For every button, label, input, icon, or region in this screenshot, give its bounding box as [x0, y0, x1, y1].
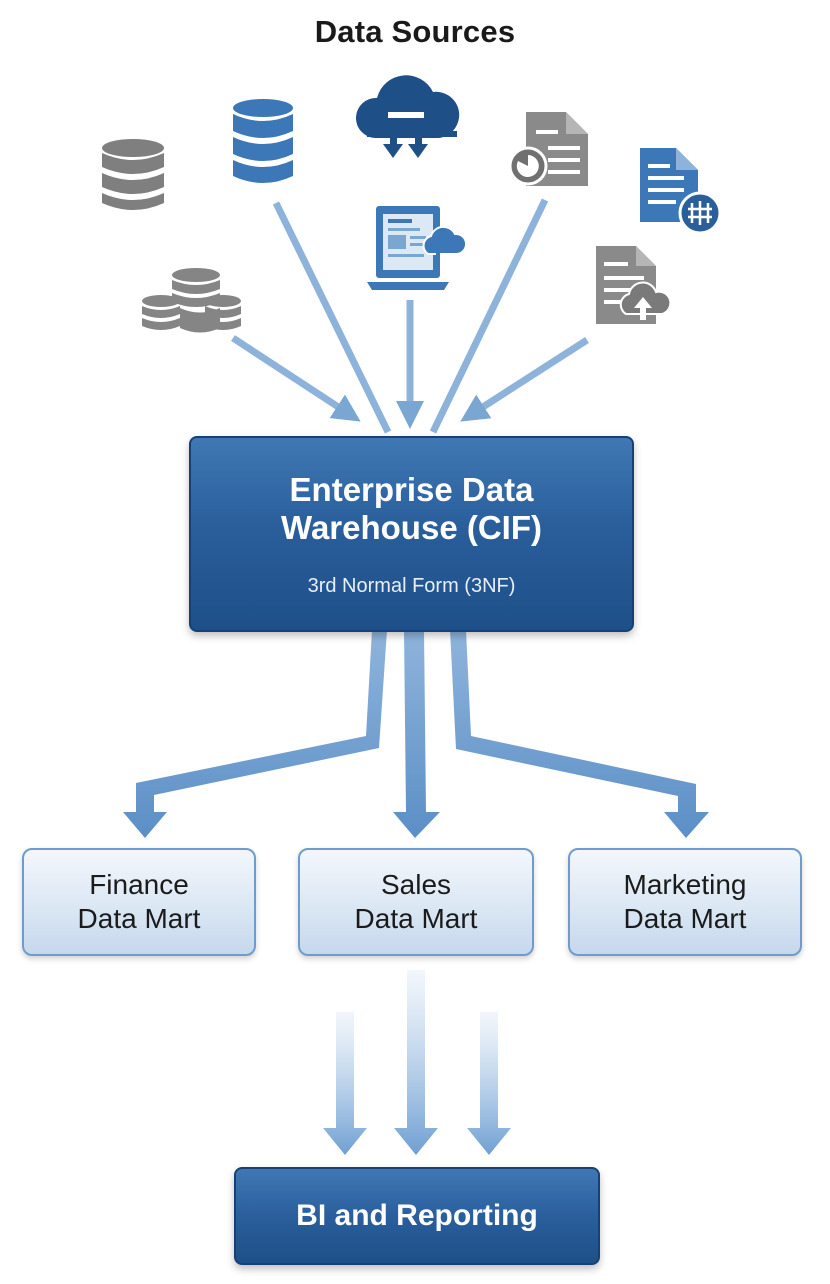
source-arrow-5: [460, 337, 589, 422]
enterprise-data-warehouse-box: Enterprise Data Warehouse (CIF) 3rd Norm…: [189, 436, 634, 632]
finance-mart-line1: Finance: [89, 869, 189, 900]
reporting-arrow-3: [467, 1012, 511, 1155]
source-arrow-4: [429, 198, 549, 434]
mart-arrow-finance: [123, 630, 387, 838]
source-arrow-1: [231, 335, 361, 422]
sales-mart-line1: Sales: [380, 869, 452, 900]
marketing-data-mart-box: Marketing Data Mart: [568, 848, 802, 956]
database-blue-icon: [233, 99, 293, 183]
reporting-label: BI and Reporting: [296, 1199, 538, 1232]
marketing-mart-line2: Data Mart: [623, 903, 747, 934]
finance-mart-line2: Data Mart: [77, 903, 201, 934]
marketing-mart-line1: Marketing: [623, 869, 747, 900]
document-report-icon: [508, 112, 588, 186]
bi-reporting-box: BI and Reporting: [234, 1167, 600, 1265]
mart-arrow-marketing: [450, 630, 709, 838]
finance-data-mart-box: Finance Data Mart: [22, 848, 256, 956]
reporting-arrows: [323, 970, 511, 1155]
mart-arrows: [123, 630, 709, 838]
coin-stack-database-icon: [142, 268, 241, 333]
reporting-arrow-1: [323, 1012, 367, 1155]
laptop-cloud-icon: [367, 206, 467, 290]
sales-mart-line2: Data Mart: [354, 903, 478, 934]
document-api-icon: [640, 148, 722, 235]
cloud-transfer-icon: [355, 75, 460, 158]
warehouse-subtitle: 3rd Normal Form (3NF): [307, 574, 516, 597]
source-arrow-2: [272, 201, 392, 434]
database-gray-icon: [102, 139, 164, 210]
document-upload-icon: [596, 246, 672, 324]
source-arrows: [231, 198, 589, 434]
diagram-title: Data Sources: [314, 14, 516, 49]
warehouse-title: Enterprise Data Warehouse (CIF): [281, 470, 542, 546]
reporting-arrow-2: [394, 970, 438, 1155]
sales-data-mart-box: Sales Data Mart: [298, 848, 534, 956]
mart-arrow-sales: [393, 630, 440, 838]
